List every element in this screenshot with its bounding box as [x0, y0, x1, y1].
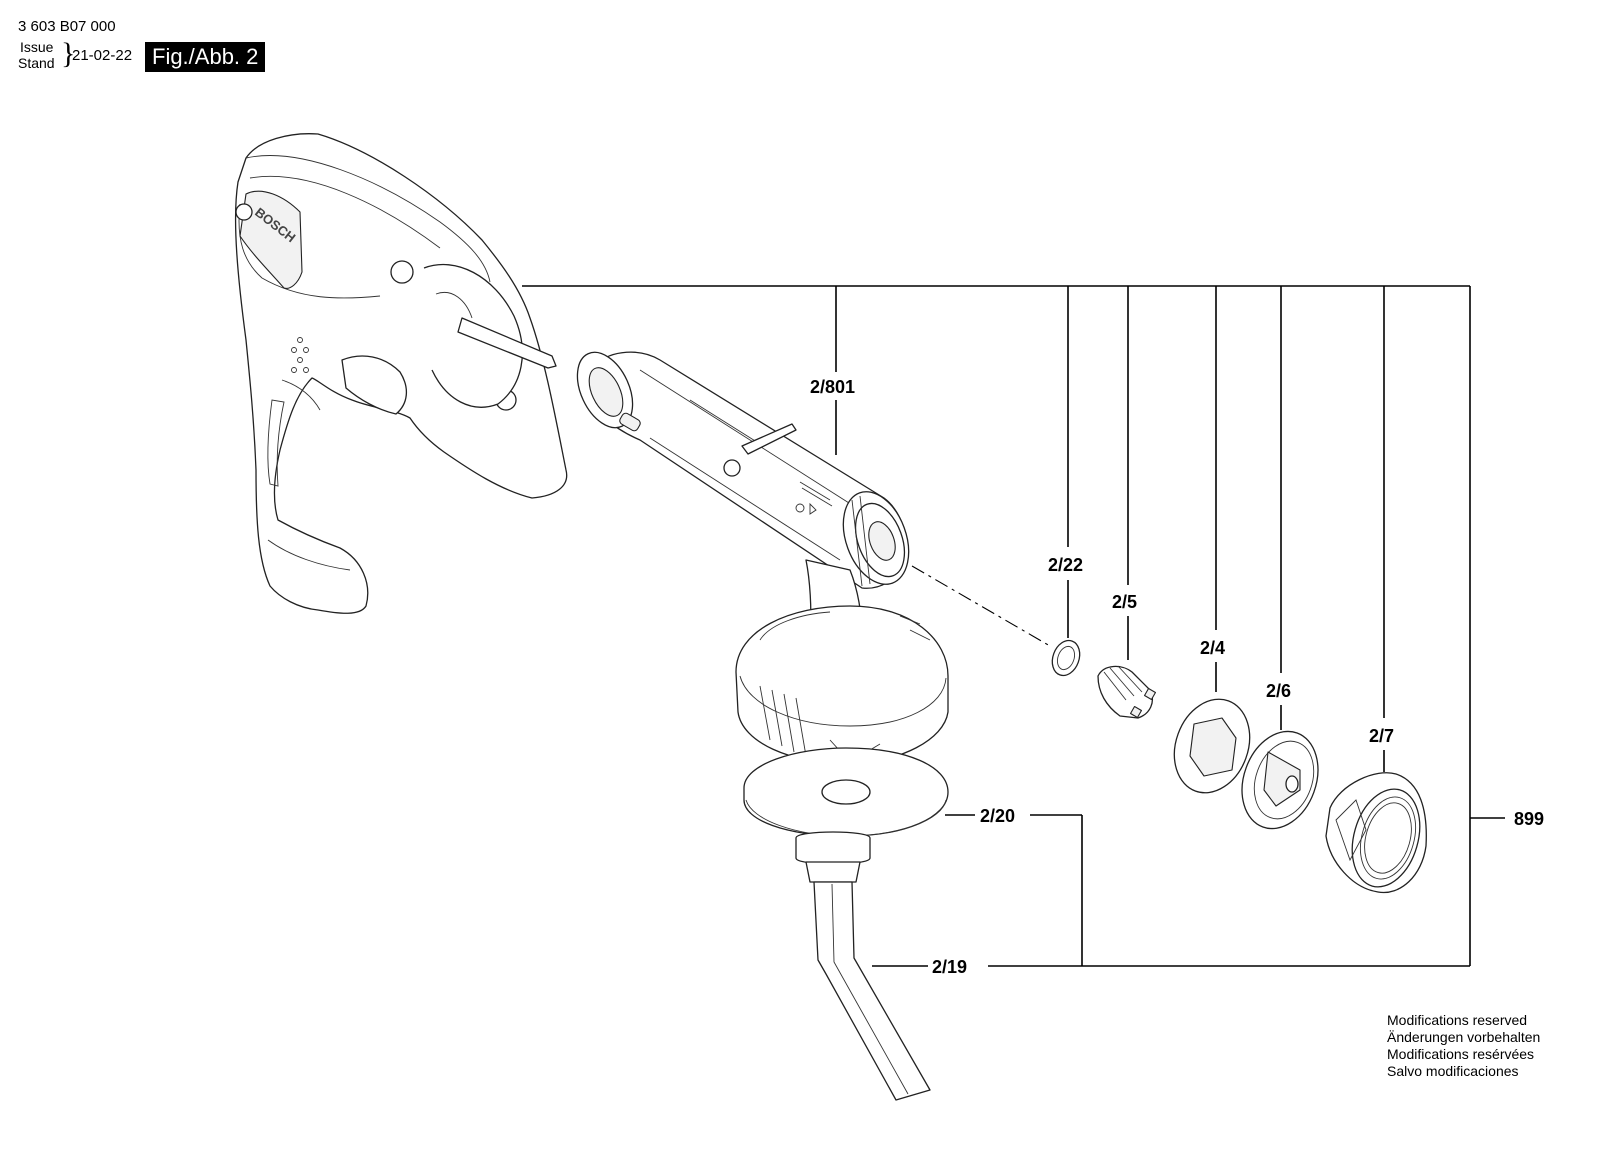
part-2-5-valve-insert	[1097, 665, 1157, 719]
part-2-801-body-tube	[576, 351, 910, 641]
container-lid	[735, 605, 949, 765]
brace-glyph: }	[61, 37, 76, 70]
leader-lines	[522, 285, 1505, 967]
callout-2-801: 2/801	[810, 377, 855, 397]
notice-line-en: Modifications reserved	[1387, 1012, 1528, 1028]
callout-labels: 2/801 2/22 2/5 2/4 2/6 2/7 899 2/20 2/19	[810, 377, 1544, 977]
issue-date: 21-02-22	[72, 47, 133, 64]
part-2-4-ring	[1173, 698, 1251, 794]
notice-line-de: Änderungen vorbehalten	[1387, 1029, 1541, 1045]
callout-2-6: 2/6	[1266, 681, 1291, 701]
callout-2-20: 2/20	[980, 806, 1015, 826]
callout-2-4: 2/4	[1200, 638, 1225, 658]
issue-label: Issue	[20, 39, 54, 55]
callout-2-5: 2/5	[1112, 592, 1137, 612]
grip-texture	[291, 337, 309, 373]
callout-2-22: 2/22	[1048, 555, 1083, 575]
part-number: 3 603 B07 000	[18, 18, 116, 35]
callout-2-7: 2/7	[1369, 726, 1394, 746]
part-2-22-o-ring	[1051, 639, 1081, 677]
part-2-20-seal-disk	[743, 747, 949, 837]
spray-gun-handle: BOSCH	[234, 133, 568, 614]
callout-2-19: 2/19	[932, 957, 967, 977]
callout-899: 899	[1514, 809, 1544, 829]
part-2-7-union-nut	[1325, 772, 1427, 894]
notice-line-es: Salvo modificaciones	[1387, 1063, 1519, 1079]
part-2-6-nozzle-cap	[1241, 730, 1319, 830]
modifications-notice: Modifications reserved Änderungen vorbeh…	[1387, 1012, 1540, 1080]
part-2-19-suction-tube	[795, 831, 931, 1101]
notice-line-fr: Modifications resérvées	[1387, 1046, 1535, 1062]
figure-label: Fig./Abb. 2	[145, 42, 266, 72]
stand-label: Stand	[18, 55, 55, 71]
